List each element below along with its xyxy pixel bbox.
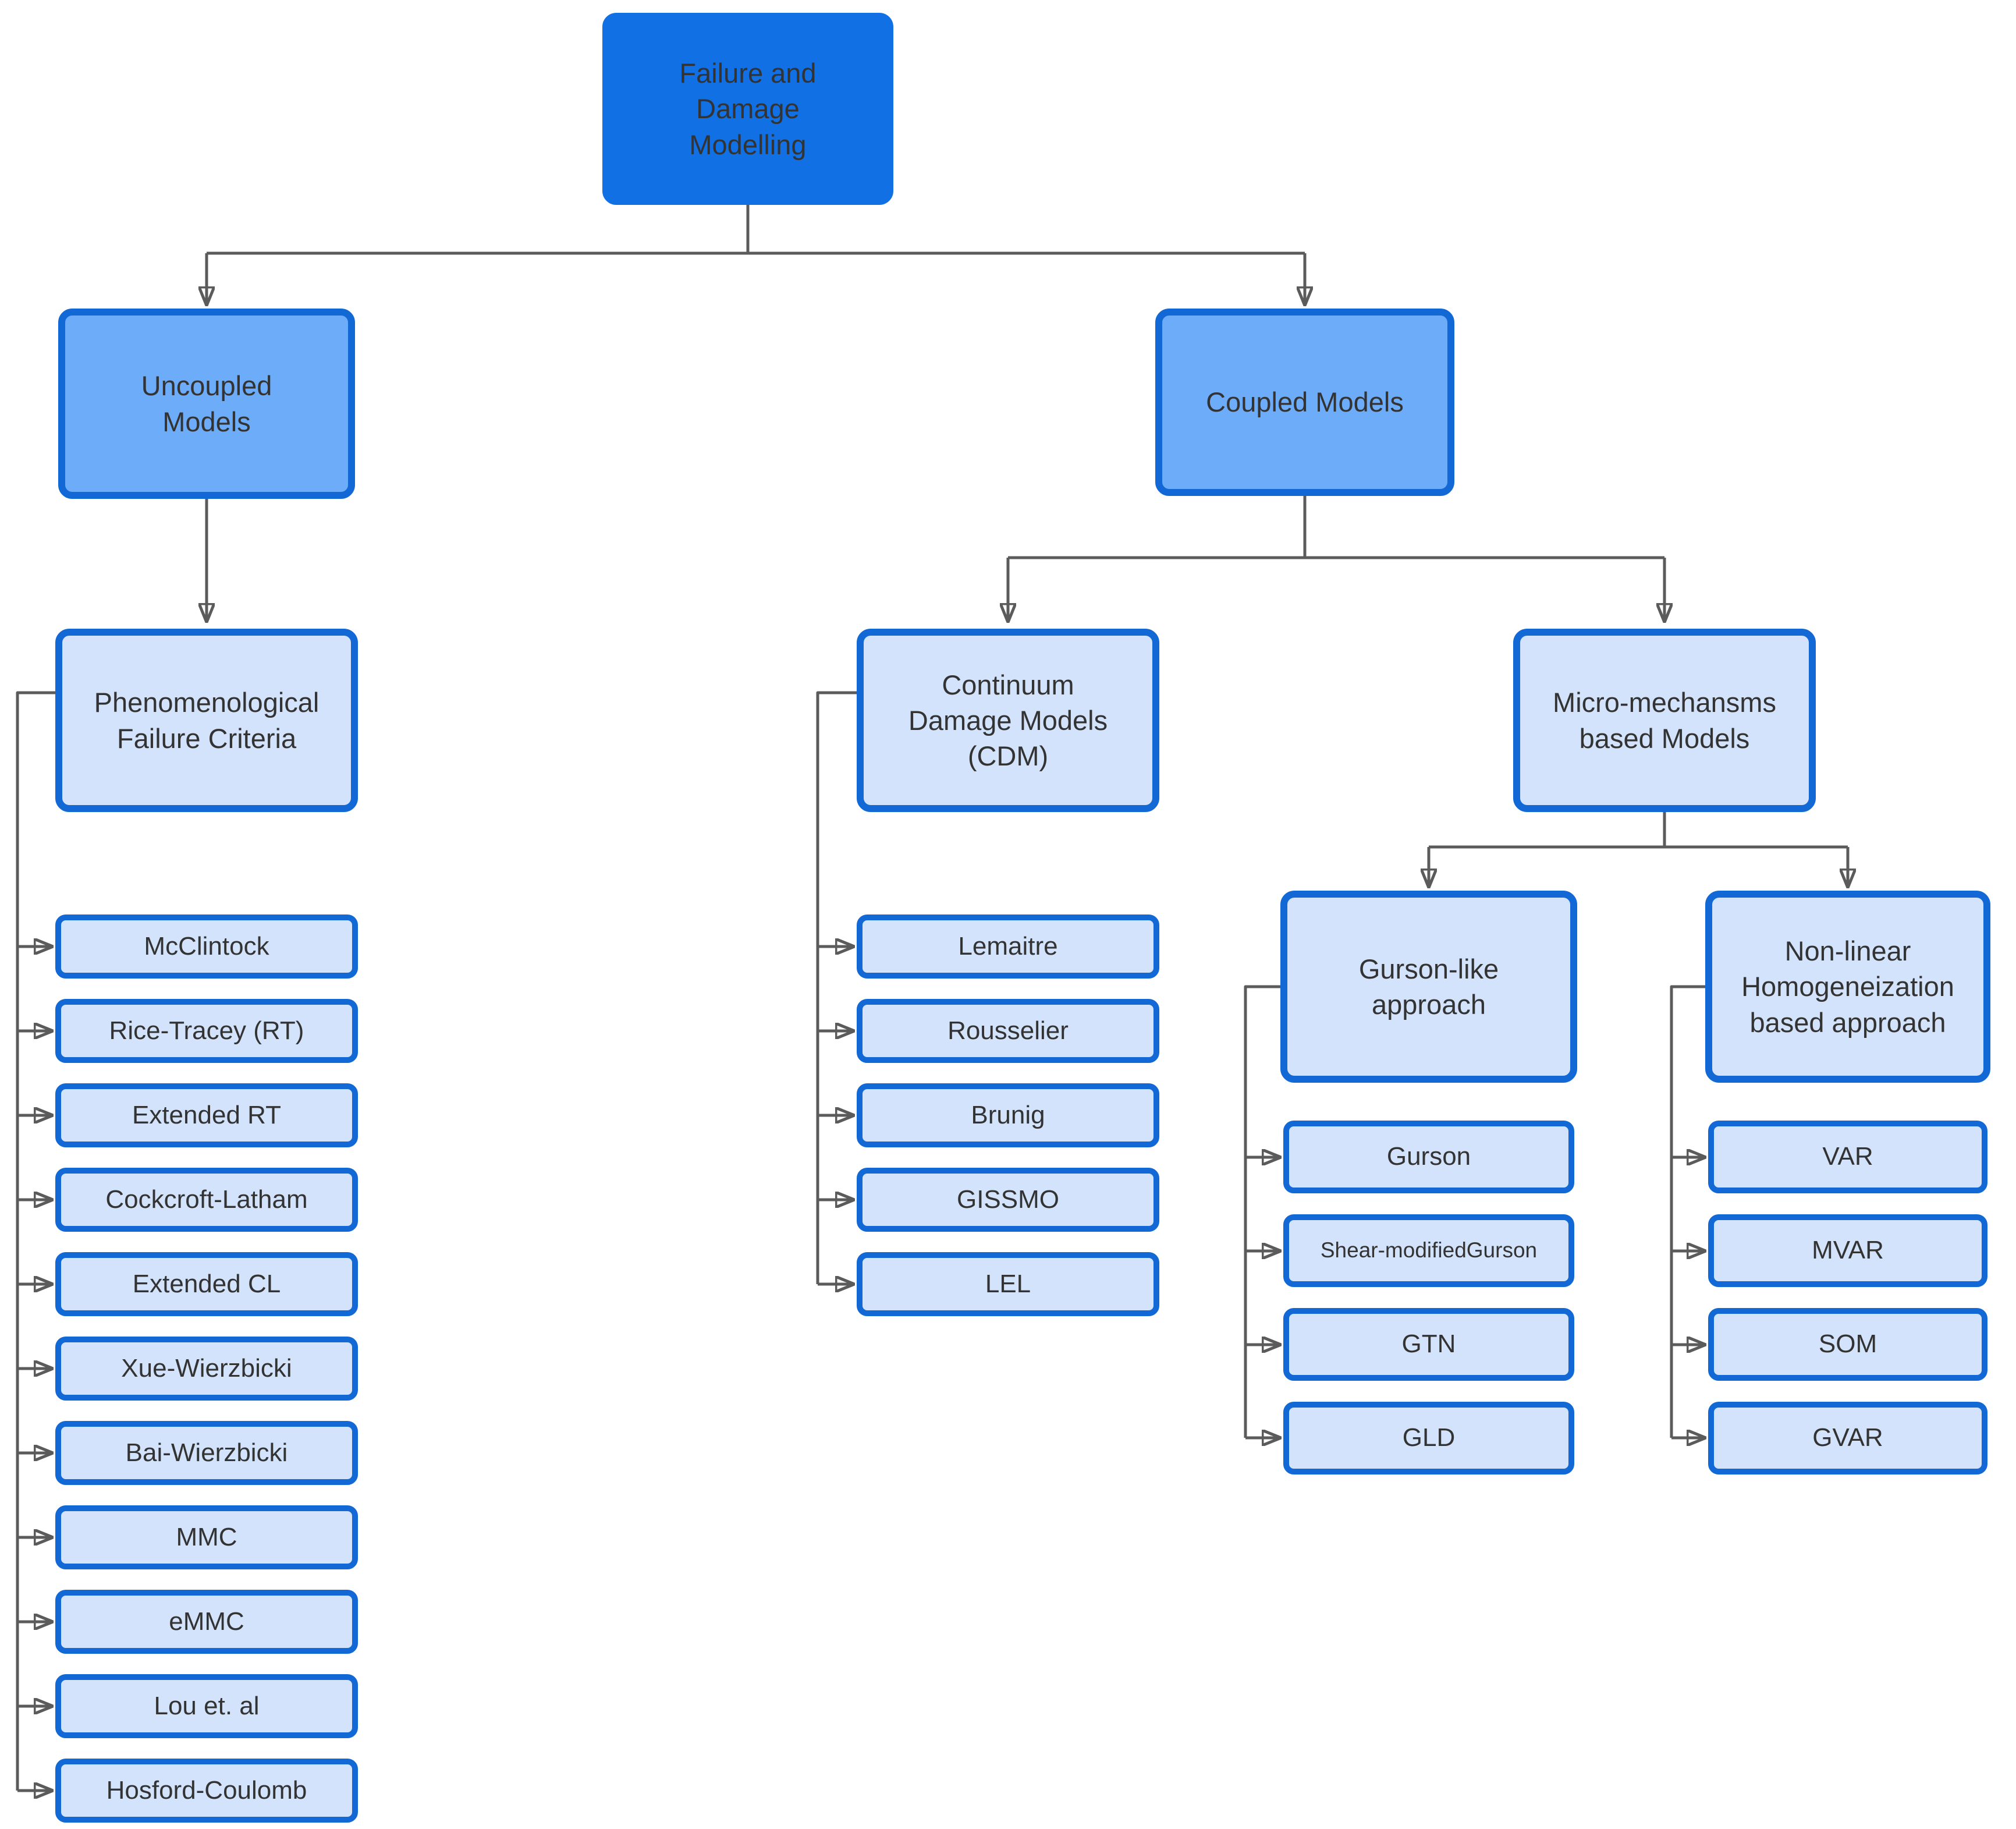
connector-root-split: [207, 205, 1305, 304]
node-bai-wierzbicki: Bai-Wierzbicki: [55, 1421, 358, 1485]
node-lemaitre: Lemaitre: [857, 915, 1159, 979]
node-gvar: GVAR: [1708, 1402, 1987, 1474]
node-continuum-damage-models-cdm: Continuum Damage Models (CDM): [857, 629, 1159, 812]
node-extended-cl: Extended CL: [55, 1252, 358, 1316]
node-mcclintock: McClintock: [55, 915, 358, 979]
node-gurson-like-approach: Gurson-like approach: [1280, 891, 1577, 1083]
node-phenomenological-failure-criteria: Phenomenological Failure Criteria: [55, 629, 358, 812]
node-lou-et-al: Lou et. al: [55, 1674, 358, 1738]
connector-cdm-list: [816, 691, 857, 1284]
node-brunig: Brunig: [857, 1083, 1159, 1147]
node-cockcroft-latham: Cockcroft-Latham: [55, 1168, 358, 1232]
node-coupled-models: Coupled Models: [1155, 309, 1454, 496]
node-hosford-coulomb: Hosford-Coulomb: [55, 1759, 358, 1823]
node-gld: GLD: [1283, 1402, 1574, 1474]
node-gtn: GTN: [1283, 1308, 1574, 1381]
connector-phenomenological-list: [16, 691, 55, 1791]
node-gissmo: GISSMO: [857, 1168, 1159, 1232]
node-mmc: MMC: [55, 1505, 358, 1569]
node-emmc: eMMC: [55, 1590, 358, 1654]
node-rousselier: Rousselier: [857, 999, 1159, 1063]
node-lel: LEL: [857, 1252, 1159, 1316]
connector-coupled-split: [1008, 496, 1664, 621]
connector-gurson-list: [1244, 985, 1280, 1438]
node-gurson: Gurson: [1283, 1121, 1574, 1193]
node-micro-mechanisms-based-models: Micro-mechansms based Models: [1513, 629, 1816, 812]
node-mvar: MVAR: [1708, 1214, 1987, 1287]
connector-homogenization-list: [1670, 985, 1705, 1438]
connector-micro-split: [1429, 812, 1848, 886]
node-var: VAR: [1708, 1121, 1987, 1193]
node-nonlinear-homogenization-based-approach: Non-linear Homogeneization based approac…: [1705, 891, 1990, 1083]
node-shear-modified-gurson: Shear-modifiedGurson: [1283, 1214, 1574, 1287]
node-uncoupled-models: Uncoupled Models: [58, 309, 355, 499]
node-rice-tracey-rt: Rice-Tracey (RT): [55, 999, 358, 1063]
node-failure-and-damage-modelling: Failure and Damage Modelling: [602, 13, 893, 205]
node-extended-rt: Extended RT: [55, 1083, 358, 1147]
node-xue-wierzbicki: Xue-Wierzbicki: [55, 1337, 358, 1401]
node-som: SOM: [1708, 1308, 1987, 1381]
